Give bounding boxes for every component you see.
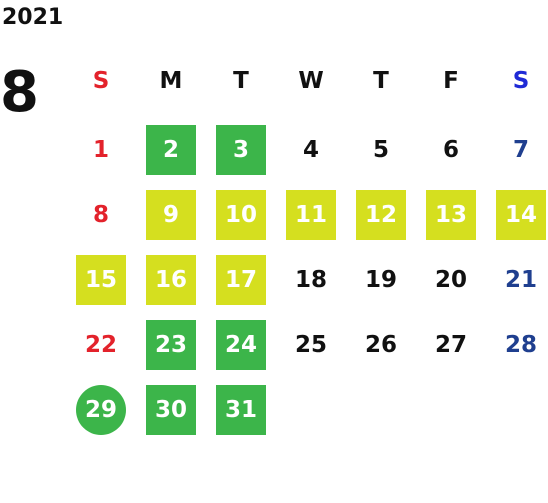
calendar-day-25[interactable]: 25 bbox=[294, 331, 327, 358]
weekday-header-sun: S bbox=[92, 67, 110, 94]
weekday-header-thu: T bbox=[373, 67, 389, 94]
calendar-day-17[interactable]: 17 bbox=[216, 255, 266, 305]
weekday-header-tue: T bbox=[233, 67, 249, 94]
calendar-day-28[interactable]: 28 bbox=[504, 331, 537, 358]
calendar-day-4[interactable]: 4 bbox=[302, 136, 319, 163]
calendar-day-21[interactable]: 21 bbox=[504, 266, 537, 293]
calendar-day-27[interactable]: 27 bbox=[434, 331, 467, 358]
calendar-day-12[interactable]: 12 bbox=[356, 190, 406, 240]
calendar-day-11[interactable]: 11 bbox=[286, 190, 336, 240]
calendar-day-1[interactable]: 1 bbox=[92, 136, 109, 163]
weekday-header-sat: S bbox=[512, 67, 530, 94]
calendar-day-26[interactable]: 26 bbox=[364, 331, 397, 358]
calendar-day-24[interactable]: 24 bbox=[216, 320, 266, 370]
calendar-day-10[interactable]: 10 bbox=[216, 190, 266, 240]
calendar-year: 2021 bbox=[2, 5, 64, 30]
weekday-header-mon: M bbox=[159, 67, 183, 94]
calendar-day-29[interactable]: 29 bbox=[76, 385, 126, 435]
calendar-day-19[interactable]: 19 bbox=[364, 266, 397, 293]
calendar-day-13[interactable]: 13 bbox=[426, 190, 476, 240]
calendar-day-15[interactable]: 15 bbox=[76, 255, 126, 305]
calendar-day-5[interactable]: 5 bbox=[372, 136, 389, 163]
calendar-day-31[interactable]: 31 bbox=[216, 385, 266, 435]
calendar-day-16[interactable]: 16 bbox=[146, 255, 196, 305]
weekday-header-wed: W bbox=[298, 67, 324, 94]
weekday-header-fri: F bbox=[443, 67, 459, 94]
calendar-day-23[interactable]: 23 bbox=[146, 320, 196, 370]
calendar-day-20[interactable]: 20 bbox=[434, 266, 467, 293]
calendar-day-22[interactable]: 22 bbox=[84, 331, 117, 358]
calendar-day-6[interactable]: 6 bbox=[442, 136, 459, 163]
calendar-day-7[interactable]: 7 bbox=[512, 136, 529, 163]
calendar-day-9[interactable]: 9 bbox=[146, 190, 196, 240]
calendar-month: 8 bbox=[0, 60, 39, 125]
calendar-day-14[interactable]: 14 bbox=[496, 190, 546, 240]
calendar-day-8[interactable]: 8 bbox=[92, 201, 109, 228]
calendar-day-2[interactable]: 2 bbox=[146, 125, 196, 175]
calendar-day-18[interactable]: 18 bbox=[294, 266, 327, 293]
calendar-day-30[interactable]: 30 bbox=[146, 385, 196, 435]
calendar-day-3[interactable]: 3 bbox=[216, 125, 266, 175]
